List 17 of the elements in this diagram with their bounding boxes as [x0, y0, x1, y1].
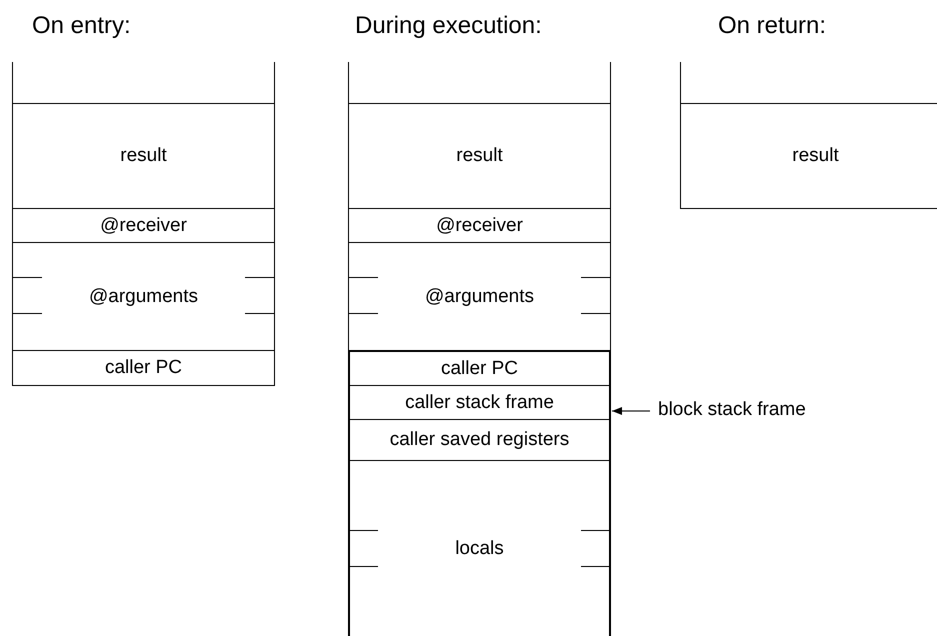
- stack-slot: result: [680, 103, 937, 209]
- stack-slot: @arguments: [348, 242, 611, 351]
- stack-slot: caller stack frame: [348, 385, 611, 420]
- stack-slot: caller PC: [12, 350, 275, 386]
- stack-slot: caller PC: [348, 350, 611, 386]
- stack-slot: @arguments: [12, 242, 275, 351]
- arrow: [612, 407, 650, 415]
- annotation-text: block stack frame: [658, 399, 806, 421]
- stack-slot: caller saved registers: [348, 419, 611, 461]
- stack-slot: @receiver: [12, 208, 275, 243]
- column-heading: During execution:: [355, 12, 542, 40]
- stack-slot: @receiver: [348, 208, 611, 243]
- stack-slot: result: [12, 103, 275, 209]
- stack-slot: locals: [348, 460, 611, 636]
- column-heading: On return:: [718, 12, 826, 40]
- column-heading: On entry:: [32, 12, 131, 40]
- stack-slot: result: [348, 103, 611, 209]
